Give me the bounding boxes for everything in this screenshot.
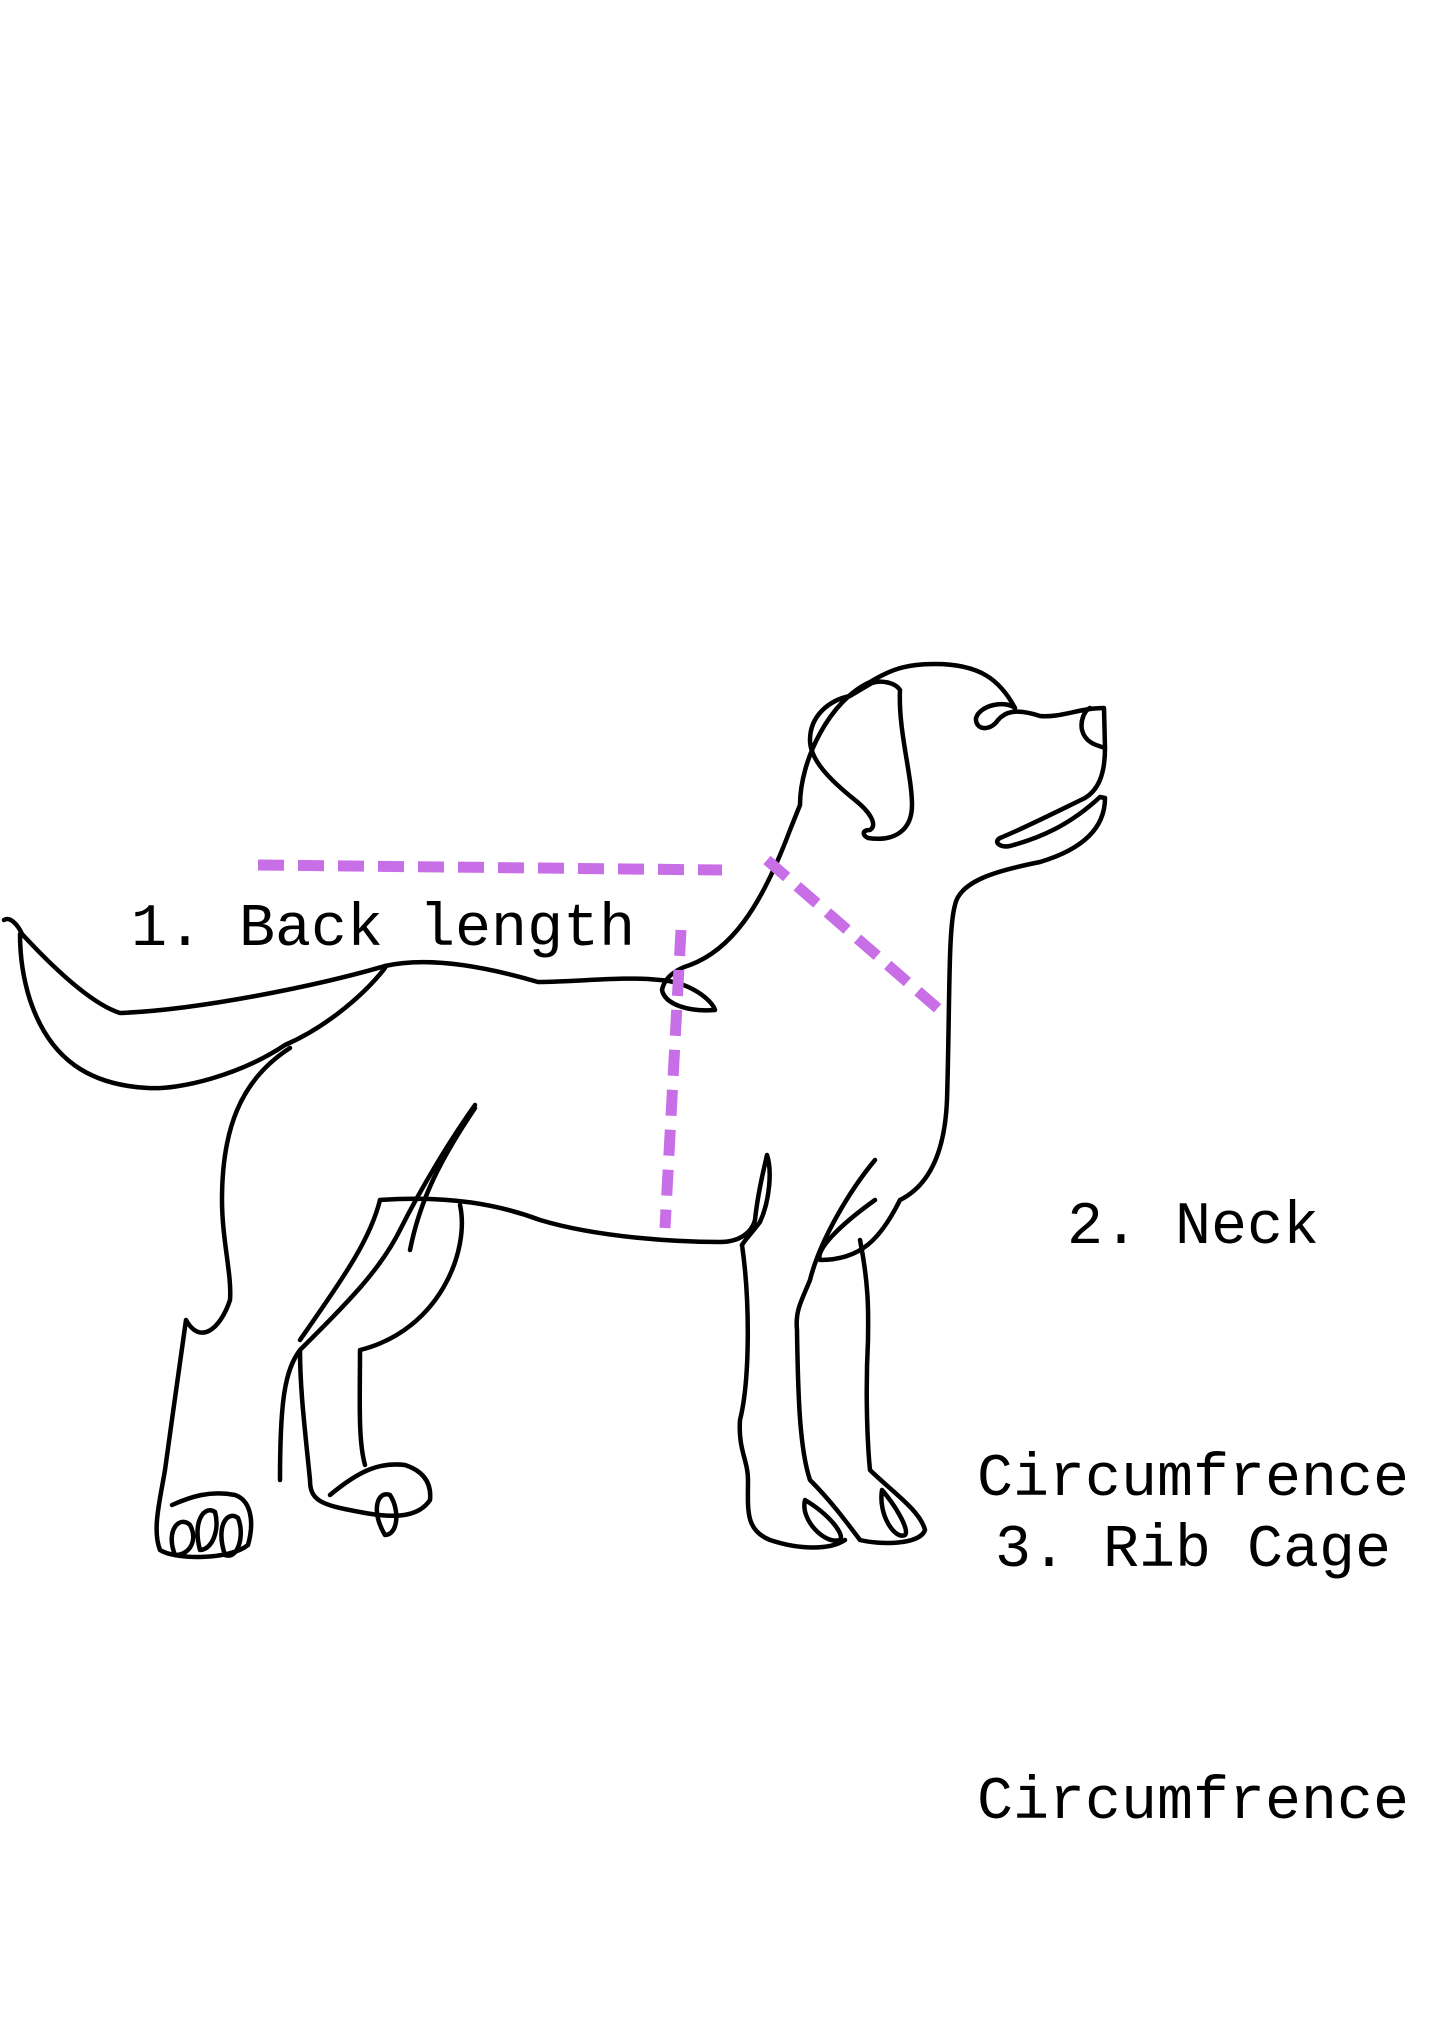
- dog-tail: [1, 916, 388, 1091]
- dog-front-paw-toes: [802, 1487, 909, 1543]
- dog-outline-drawing: [1, 661, 1108, 1560]
- dog-belly: [377, 1152, 772, 1248]
- dog-hind-paw-toes: [169, 1492, 399, 1558]
- back-length-label: 1. Back length: [131, 720, 635, 1056]
- neck-circumference-label-line-2: Circumfrence: [976, 1446, 1410, 1514]
- dog-ear: [807, 679, 915, 841]
- rib-cage-measure-line: [659, 929, 687, 1229]
- dog-shoulder-line: [407, 1105, 478, 1253]
- rib-cage-circumference-label: 3. Rib Cage Circumfrence: [968, 1341, 1418, 1929]
- measurement-lines: [257, 855, 947, 1229]
- dog-hind-legs: [154, 1045, 478, 1560]
- dog-jaw: [897, 745, 1108, 1203]
- neck-circumference-measure-line: [763, 855, 947, 1018]
- neck-circumference-label: 2. Neck Circumfrence: [968, 1018, 1418, 1606]
- dog-front-legs: [737, 1157, 928, 1550]
- neck-circumference-label-line-1: 2. Neck: [1066, 1194, 1320, 1262]
- rib-cage-label-line-2: Circumfrence: [976, 1769, 1410, 1837]
- back-length-label-line-1: 1. Back length: [131, 896, 636, 964]
- rib-cage-label-line-1: 3. Rib Cage: [994, 1517, 1392, 1585]
